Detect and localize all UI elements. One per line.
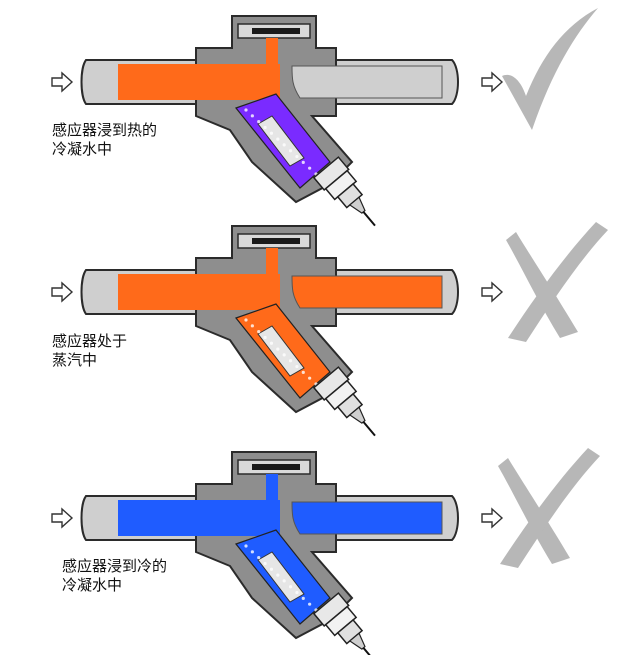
screen-perforation <box>244 108 248 112</box>
cross-mark-icon <box>506 222 608 342</box>
screen-perforation <box>250 324 254 328</box>
screen-perforation <box>263 335 267 340</box>
caption-line-1: 感应器浸到冷的 <box>62 557 168 575</box>
caption-line-1: 感应器浸到热的 <box>52 121 158 139</box>
screen-perforation <box>250 114 254 118</box>
flow-out-arrow-icon <box>481 71 504 93</box>
flow-in-arrow-icon <box>51 71 74 93</box>
screen-perforation <box>308 166 312 170</box>
screen-perforation <box>288 359 293 363</box>
caption-line-2: 蒸汽中 <box>52 351 98 369</box>
screen-perforation <box>301 596 305 600</box>
caption-line-2: 冷凝水中 <box>62 576 123 594</box>
check-mark-icon <box>502 8 598 130</box>
screen-perforation <box>301 160 305 164</box>
screen-perforation <box>308 602 312 606</box>
screen-perforation <box>263 125 267 130</box>
caption-panel-2: 感应器处于 蒸汽中 <box>52 332 127 370</box>
screen-perforation <box>257 120 261 124</box>
screen-perforation <box>276 347 280 351</box>
strainer-screen <box>257 551 305 603</box>
riser-fluid <box>266 248 278 278</box>
inlet-fluid <box>118 64 280 100</box>
cross-stroke <box>506 232 578 338</box>
screen-perforation <box>244 318 248 322</box>
screen-perforation <box>288 149 293 153</box>
screen-perforation <box>295 154 299 159</box>
cross-stroke <box>498 458 570 564</box>
outlet-fluid <box>291 65 443 99</box>
screen-perforation <box>250 550 254 554</box>
screen-perforation <box>269 567 274 571</box>
sensor-tip <box>348 632 366 650</box>
cross-stroke <box>508 222 608 342</box>
flow-out-arrow-icon <box>481 507 504 529</box>
valve-disc <box>252 28 300 34</box>
sensor-plug <box>312 592 376 655</box>
flow-out-arrow-icon <box>481 281 504 303</box>
strainer-screen <box>257 325 305 377</box>
sensor-plug <box>312 366 376 437</box>
screen-perforation <box>276 137 280 141</box>
screen-perforation <box>308 376 312 380</box>
sensor-plug <box>312 156 376 227</box>
riser-fluid <box>266 38 278 68</box>
screen-perforation <box>269 341 274 345</box>
sensor-wire <box>362 211 376 227</box>
valve-disc <box>252 464 300 470</box>
panel-1 <box>51 15 504 227</box>
screen-perforation <box>276 573 280 577</box>
panel-2 <box>51 225 504 437</box>
outlet-fluid <box>291 501 443 535</box>
screen-perforation <box>257 556 261 560</box>
flow-in-arrow-icon <box>51 507 74 529</box>
sensor-tip <box>348 196 366 214</box>
cross-stroke <box>500 448 600 568</box>
sensor-tip <box>348 406 366 424</box>
screen-perforation <box>269 131 274 135</box>
screen-perforation <box>257 330 261 334</box>
strainer-screen <box>257 115 305 167</box>
screen-perforation <box>282 579 286 583</box>
screen-perforation <box>295 590 299 595</box>
caption-line-2: 冷凝水中 <box>52 140 113 158</box>
flow-in-arrow-icon <box>51 281 74 303</box>
panel-3 <box>51 451 504 655</box>
screen-perforation <box>282 143 286 147</box>
screen-perforation <box>301 370 305 374</box>
sensor-wire <box>362 421 376 437</box>
screen-perforation <box>244 544 248 548</box>
valve-disc <box>252 238 300 244</box>
cross-mark-icon <box>498 448 600 568</box>
outlet-fluid <box>291 275 443 309</box>
caption-panel-3: 感应器浸到冷的 冷凝水中 <box>62 557 167 595</box>
screen-perforation <box>263 561 267 566</box>
caption-line-1: 感应器处于 <box>52 332 128 350</box>
screen-perforation <box>288 585 293 589</box>
screen-perforation <box>295 364 299 369</box>
inlet-fluid <box>118 500 280 536</box>
caption-panel-1: 感应器浸到热的 冷凝水中 <box>52 121 157 159</box>
sensor-wire <box>362 647 376 655</box>
inlet-fluid <box>118 274 280 310</box>
screen-perforation <box>282 353 286 357</box>
riser-fluid <box>266 474 278 504</box>
